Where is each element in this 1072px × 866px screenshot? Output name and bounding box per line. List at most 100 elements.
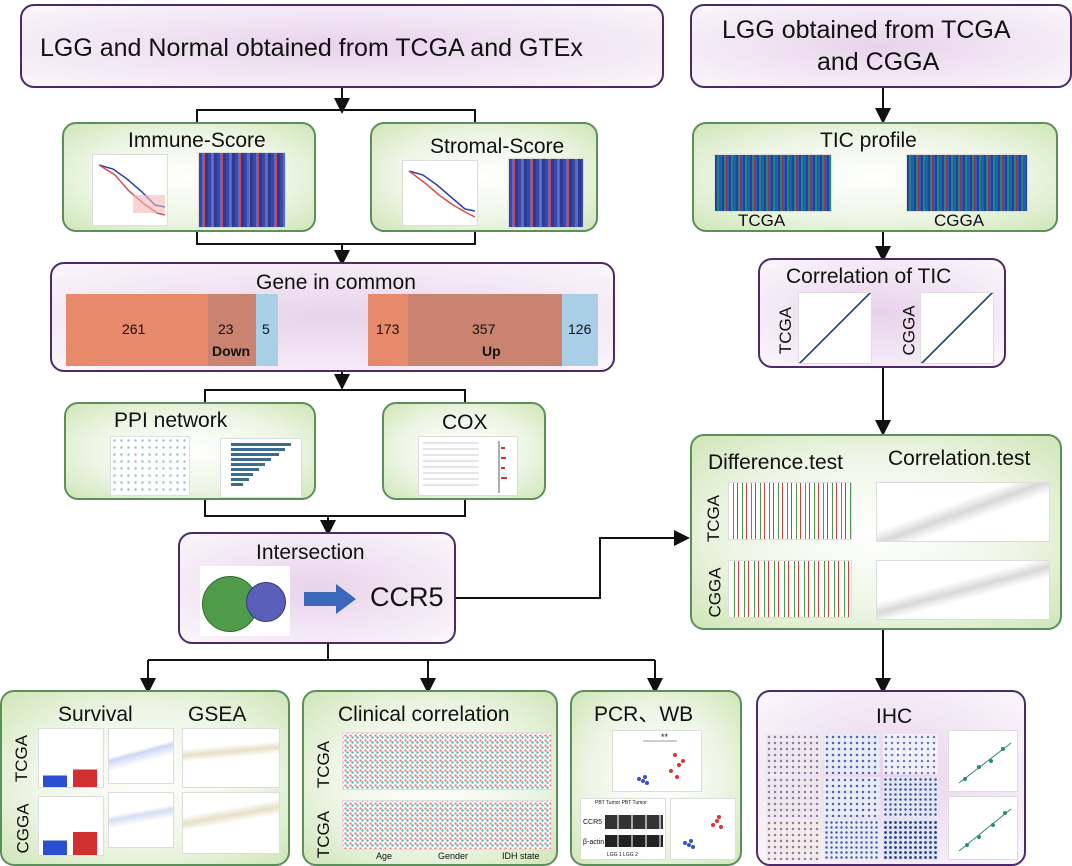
ihc-image bbox=[824, 734, 880, 774]
km-curve-icon bbox=[98, 164, 166, 216]
wb-row1-label: CCR5 bbox=[583, 819, 603, 826]
dot-plot-icon bbox=[637, 740, 685, 785]
venn-diagram bbox=[200, 566, 290, 636]
tic-profile-title: TIC profile bbox=[820, 129, 917, 152]
ppi-graph bbox=[110, 436, 190, 496]
ihc-image bbox=[882, 777, 938, 817]
down-label: Down bbox=[212, 343, 251, 359]
tests-row1-label: TCGA bbox=[704, 494, 724, 543]
ppi-network-box: PPI network bbox=[64, 402, 316, 500]
forest-plot-icon bbox=[423, 441, 507, 493]
correlation-tic-tcga-matrix bbox=[798, 292, 872, 364]
ihc-image bbox=[824, 820, 880, 860]
stromal-survival-curve bbox=[402, 160, 478, 226]
cox-box: COX bbox=[382, 402, 546, 500]
survival-tcga-boxplot bbox=[38, 728, 104, 788]
down-right-count: 5 bbox=[262, 321, 270, 337]
survival-cgga-boxplot bbox=[38, 796, 104, 856]
km-curve-icon bbox=[408, 170, 476, 218]
up-overlap-count: 357 bbox=[472, 321, 496, 337]
stromal-score-box: Stromal-Score bbox=[370, 122, 598, 232]
tic-profile-cgga-label: CGGA bbox=[934, 211, 985, 230]
western-blot: PBT Tumor PBT Tumor CCR5 β-actin LGG 1 L… bbox=[580, 798, 666, 860]
venn-circle-blue bbox=[246, 582, 286, 622]
intersection-title: Intersection bbox=[256, 541, 365, 564]
up-right-count: 126 bbox=[568, 321, 592, 337]
wb-actin-bands bbox=[605, 835, 663, 847]
survival-tcga-km bbox=[108, 728, 174, 784]
survival-title: Survival bbox=[58, 703, 133, 726]
correlation-test-title: Correlation.test bbox=[888, 447, 1031, 470]
correlation-test-tcga-plot bbox=[876, 482, 1050, 542]
clinical-correlation-box: Clinical correlation TCGA TCGA Age Gende… bbox=[302, 690, 558, 866]
pcr-significance: ** bbox=[661, 732, 669, 742]
difference-test-tcga-plot bbox=[728, 482, 852, 540]
correlation-tic-box: Correlation of TIC TCGA CGGA bbox=[758, 258, 1006, 368]
clinical-correlation-title: Clinical correlation bbox=[338, 703, 510, 726]
down-left-count: 261 bbox=[122, 321, 146, 337]
gene-in-common-title: Gene in common bbox=[256, 271, 416, 294]
bar-chart-icon bbox=[231, 443, 291, 486]
immune-score-box: Immune-Score bbox=[62, 122, 316, 232]
survival-row2-label: CGGA bbox=[13, 803, 33, 854]
scatter-fit-icon bbox=[958, 808, 1012, 852]
wb-ccr5-bands bbox=[605, 815, 663, 829]
difference-test-title: Difference.test bbox=[708, 451, 844, 474]
clinical-xlabel-gender: Gender bbox=[438, 851, 469, 861]
data-source-box-right: LGG obtained from TCGA and CGGA bbox=[690, 4, 1072, 88]
wb-row2-label: β-actin bbox=[583, 839, 605, 846]
data-source-title-left: LGG and Normal obtained from TCGA and GT… bbox=[40, 34, 583, 62]
ihc-image bbox=[824, 777, 880, 817]
pcr-scatter-plot: ** bbox=[612, 730, 702, 792]
ihc-image bbox=[766, 820, 822, 860]
gene-in-common-box: Gene in common 261 23 5 Down 173 357 126… bbox=[50, 262, 615, 372]
pcr-wb-box: PCR、WB ** PBT Tumor PBT Tumor CCR5 β-act… bbox=[570, 690, 742, 866]
immune-heatmap bbox=[198, 152, 286, 228]
immune-survival-curve bbox=[92, 154, 168, 226]
correlation-tic-cgga-label: CGGA bbox=[899, 305, 919, 356]
tic-profile-tcga-label: TCGA bbox=[738, 211, 786, 230]
tic-profile-tcga-plot bbox=[714, 154, 832, 212]
gsea-tcga-plot bbox=[182, 728, 280, 788]
immune-score-title: Immune-Score bbox=[128, 129, 266, 152]
down-overlap-count: 23 bbox=[218, 321, 234, 337]
tests-row2-label: CGGA bbox=[705, 567, 725, 618]
survival-row1-label: TCGA bbox=[12, 734, 32, 783]
up-left-count: 173 bbox=[376, 321, 400, 337]
wb-quant-plot bbox=[670, 798, 736, 860]
ihc-image bbox=[882, 734, 938, 774]
ihc-correlation-plot-2 bbox=[948, 796, 1018, 860]
down-venn-bar: 261 23 5 Down bbox=[66, 294, 288, 366]
correlation-tic-title: Correlation of TIC bbox=[786, 265, 952, 288]
tic-profile-cgga-plot bbox=[906, 154, 1028, 212]
wb-headers: PBT Tumor PBT Tumor bbox=[595, 800, 647, 806]
data-source-title-right-line1: LGG obtained from TCGA bbox=[722, 16, 1011, 44]
ppi-degree-bars bbox=[220, 438, 302, 498]
ppi-network-title: PPI network bbox=[114, 409, 228, 432]
clinical-xlabel-idh: IDH state bbox=[502, 851, 540, 861]
scatter-fit-icon bbox=[958, 742, 1012, 784]
tests-box: Difference.test Correlation.test TCGA CG… bbox=[690, 434, 1062, 630]
correlation-test-cgga-plot bbox=[876, 560, 1050, 620]
clinical-tcga2-plots bbox=[342, 800, 552, 850]
stromal-heatmap bbox=[508, 158, 584, 228]
ihc-box: IHC bbox=[756, 690, 1026, 866]
survival-gsea-box: Survival GSEA TCGA CGGA bbox=[0, 690, 290, 866]
ihc-image bbox=[882, 820, 938, 860]
cox-title: COX bbox=[442, 411, 488, 434]
difference-test-cgga-plot bbox=[728, 560, 852, 618]
ihc-image bbox=[766, 734, 822, 774]
pcr-wb-title: PCR、WB bbox=[594, 703, 694, 726]
clinical-tcga-plots bbox=[342, 732, 552, 790]
wb-lanes: LGG 1 LGG 2 bbox=[607, 852, 638, 858]
clinical-xlabel-age: Age bbox=[376, 851, 393, 861]
right-arrow-icon bbox=[304, 584, 356, 614]
correlation-tic-tcga-label: TCGA bbox=[776, 306, 796, 355]
tic-profile-box: TIC profile TCGA CGGA bbox=[692, 122, 1058, 232]
ihc-image-grid bbox=[766, 734, 938, 860]
ihc-correlation-plot-1 bbox=[948, 730, 1018, 792]
survival-cgga-km bbox=[108, 792, 174, 848]
up-venn-bar: 173 357 126 Up bbox=[368, 294, 598, 366]
dot-plot-icon bbox=[683, 815, 723, 849]
